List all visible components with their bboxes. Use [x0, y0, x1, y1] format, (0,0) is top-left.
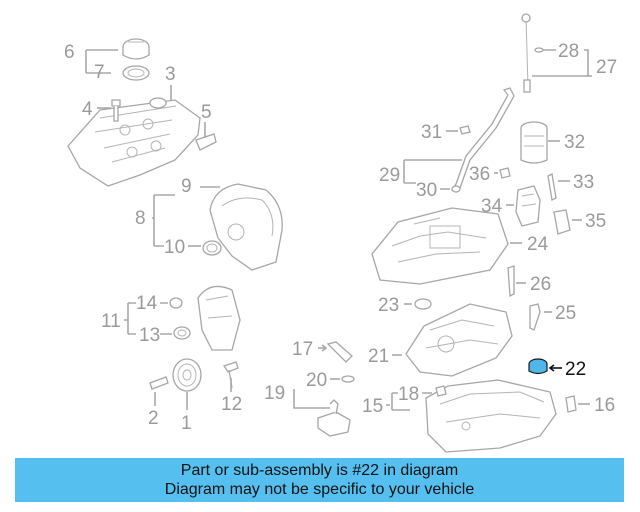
callout-31: 31 — [421, 122, 442, 143]
callout-26: 26 — [530, 274, 551, 295]
callout-18: 18 — [398, 384, 419, 405]
callout-24: 24 — [527, 234, 549, 255]
oring-23 — [414, 298, 432, 310]
callout-16: 16 — [594, 395, 615, 416]
callout-2: 2 — [148, 408, 159, 429]
callout-1: 1 — [181, 413, 192, 434]
callout-13: 13 — [139, 325, 160, 346]
cover-bolt-4 — [111, 99, 121, 122]
callout-12: 12 — [221, 394, 242, 415]
callout-8: 8 — [135, 208, 146, 229]
bolt-16 — [565, 395, 577, 413]
callout-14: 14 — [136, 293, 158, 314]
callout-3: 3 — [165, 64, 176, 85]
bolt-36 — [499, 167, 511, 179]
pin-33 — [547, 173, 557, 201]
info-banner: Part or sub-assembly is #22 in diagram D… — [15, 458, 624, 502]
callout-10: 10 — [164, 237, 185, 258]
callout-28: 28 — [558, 41, 579, 62]
callout-33: 33 — [573, 172, 594, 193]
oil-filler-cap — [122, 38, 150, 60]
callout-32: 32 — [564, 132, 585, 153]
bolt-26 — [507, 265, 515, 298]
drain-plug-22-highlighted — [528, 358, 548, 375]
timing-cover — [209, 183, 283, 271]
oring-20 — [341, 375, 355, 383]
callout-4: 4 — [82, 99, 93, 120]
sensor-17 — [326, 341, 353, 363]
seal-13 — [173, 326, 191, 340]
dipstick — [521, 13, 531, 93]
callout-22: 22 — [565, 359, 586, 380]
bolt-31 — [459, 125, 471, 135]
callout-5: 5 — [201, 102, 212, 123]
oring-30 — [451, 185, 461, 193]
bracket-5 — [195, 133, 217, 151]
plug-14 — [169, 297, 183, 309]
crank-pulley — [172, 358, 202, 392]
seal-10 — [202, 240, 222, 256]
bolt-25 — [529, 303, 541, 331]
lower-oil-pan-15 — [425, 379, 557, 453]
pulley-bolt-2 — [149, 376, 169, 390]
callout-36: 36 — [469, 164, 490, 185]
callout-19: 19 — [264, 383, 285, 404]
sensor-19 — [317, 399, 351, 437]
callout-7: 7 — [94, 62, 105, 83]
gasket-35 — [553, 209, 571, 235]
filter-housing-34 — [515, 185, 541, 227]
oil-filter-32 — [520, 121, 548, 164]
bolt-18 — [435, 385, 447, 397]
upper-oil-pan-24 — [371, 207, 509, 285]
cap-seal — [122, 65, 150, 81]
callout-9: 9 — [181, 176, 192, 197]
valve-cover — [67, 97, 201, 187]
baffle-21 — [405, 303, 513, 377]
callout-29: 29 — [379, 165, 400, 186]
banner-line-1: Part or sub-assembly is #22 in diagram — [180, 462, 459, 479]
callout-34: 34 — [481, 196, 503, 217]
callout-17: 17 — [292, 339, 313, 360]
callout-21: 21 — [368, 346, 389, 367]
callout-35: 35 — [585, 211, 606, 232]
callout-15: 15 — [362, 396, 383, 417]
callout-23: 23 — [378, 295, 399, 316]
lower-timing-cover — [197, 285, 241, 351]
banner-line-2: Diagram may not be specific to your vehi… — [164, 481, 475, 498]
callout-20: 20 — [306, 370, 327, 391]
callout-30: 30 — [416, 180, 437, 201]
callout-25: 25 — [555, 303, 576, 324]
callout-27: 27 — [596, 57, 617, 78]
callout-6: 6 — [64, 42, 75, 63]
callout-11: 11 — [101, 311, 121, 332]
